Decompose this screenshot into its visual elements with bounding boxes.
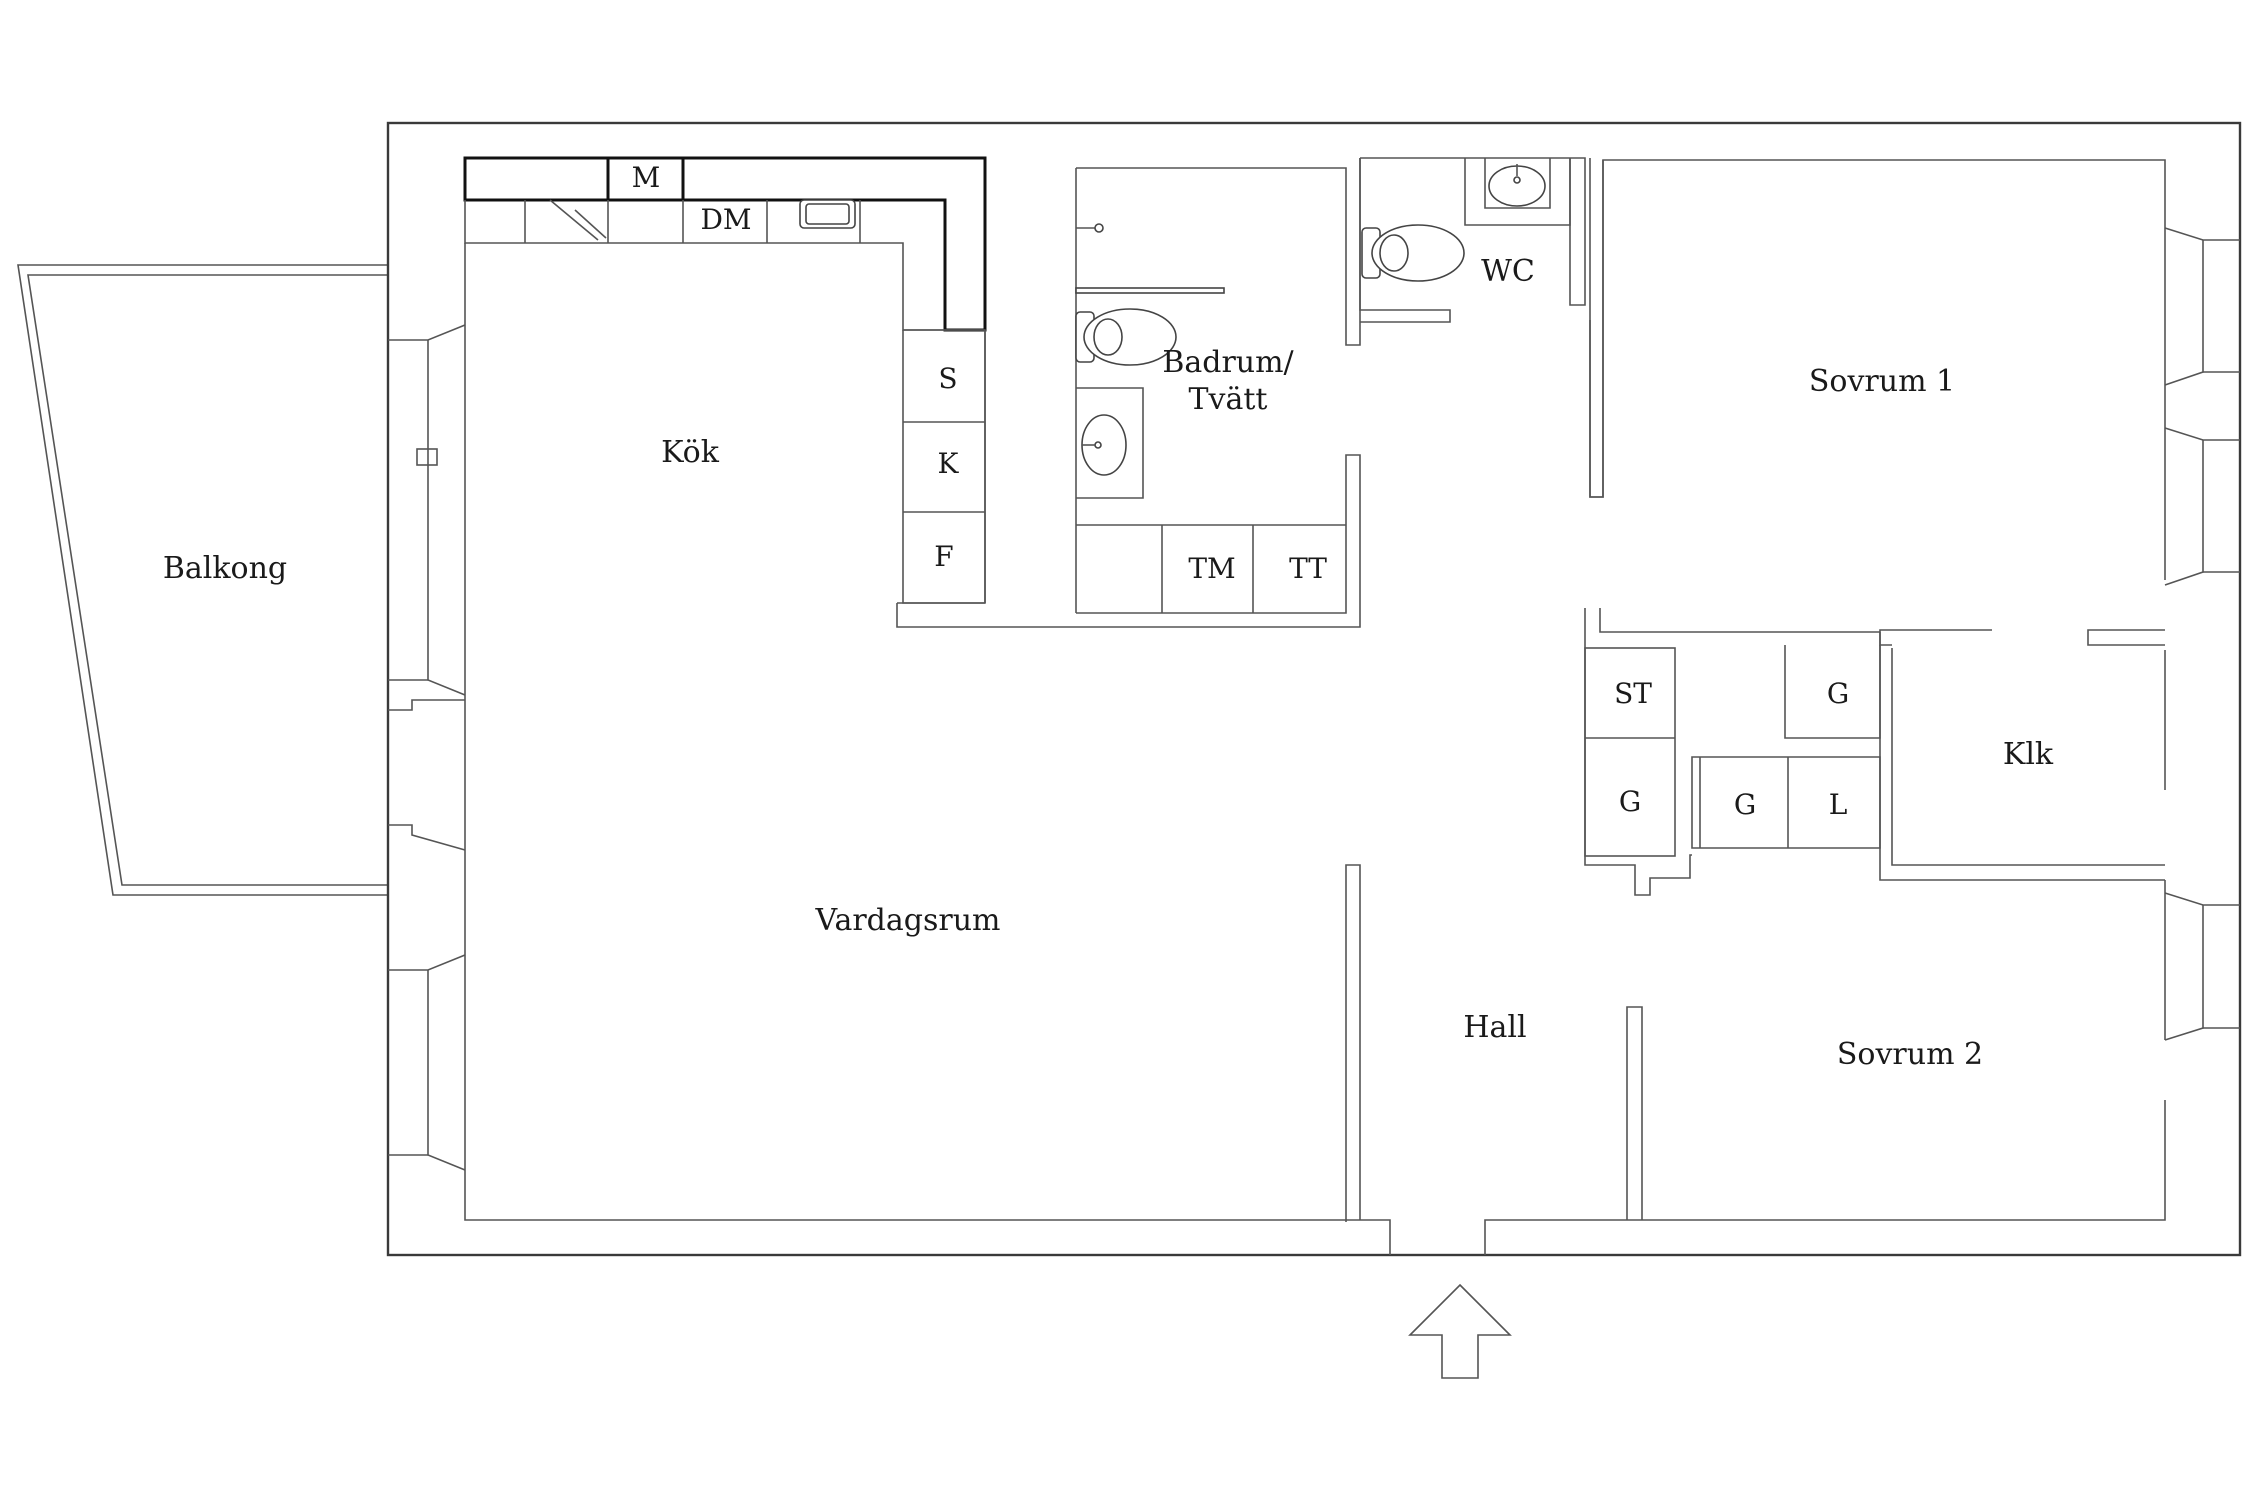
fixture-label-l: L — [1829, 788, 1848, 821]
window-niches-right — [2164, 227, 2240, 1041]
room-label-badrum-line1: Badrum/ — [1162, 345, 1294, 380]
sink-icon — [1484, 158, 1551, 209]
bedroom1-walls — [1589, 158, 2165, 646]
bathroom — [1075, 158, 1361, 613]
room-label-badrum-line2: Tvätt — [1189, 382, 1268, 417]
shower-icon — [1076, 223, 1104, 233]
entrance-arrow-icon — [1408, 1283, 1512, 1379]
fixture-label-tt: TT — [1289, 552, 1327, 585]
room-label-sovrum1: Sovrum 1 — [1809, 364, 1955, 399]
window-niches-left — [388, 324, 466, 1171]
kitchen-counter — [463, 156, 1361, 628]
bedroom2-walls — [1626, 1006, 1643, 1220]
toilet-icon — [1075, 308, 1177, 366]
outer-wall — [386, 121, 2242, 1257]
fixture-label-f: F — [934, 540, 953, 573]
room-label-hall: Hall — [1463, 1010, 1526, 1045]
room-label-kok: Kök — [661, 435, 720, 470]
fixture-label-g3: G — [1734, 788, 1756, 821]
fixture-label-st: ST — [1614, 677, 1652, 710]
room-label-wc: WC — [1481, 254, 1535, 289]
storage-closets — [1584, 608, 2165, 896]
toilet-icon — [1361, 224, 1465, 282]
fixture-label-s: S — [938, 362, 957, 395]
room-label-sovrum2: Sovrum 2 — [1837, 1037, 1983, 1072]
fixture-label-m: M — [632, 161, 661, 194]
fixture-label-g1: G — [1619, 785, 1641, 818]
fixture-label-g2: G — [1827, 677, 1849, 710]
fixture-label-dm: DM — [700, 203, 751, 236]
room-label-vardagsrum: Vardagsrum — [815, 903, 1001, 938]
fixture-label-k: K — [938, 447, 960, 480]
room-label-balkong: Balkong — [163, 551, 287, 586]
room-label-klk: Klk — [2003, 737, 2054, 772]
sink-icon — [1076, 387, 1144, 499]
fixture-label-tm: TM — [1188, 552, 1235, 585]
wc-room — [1359, 157, 1586, 323]
